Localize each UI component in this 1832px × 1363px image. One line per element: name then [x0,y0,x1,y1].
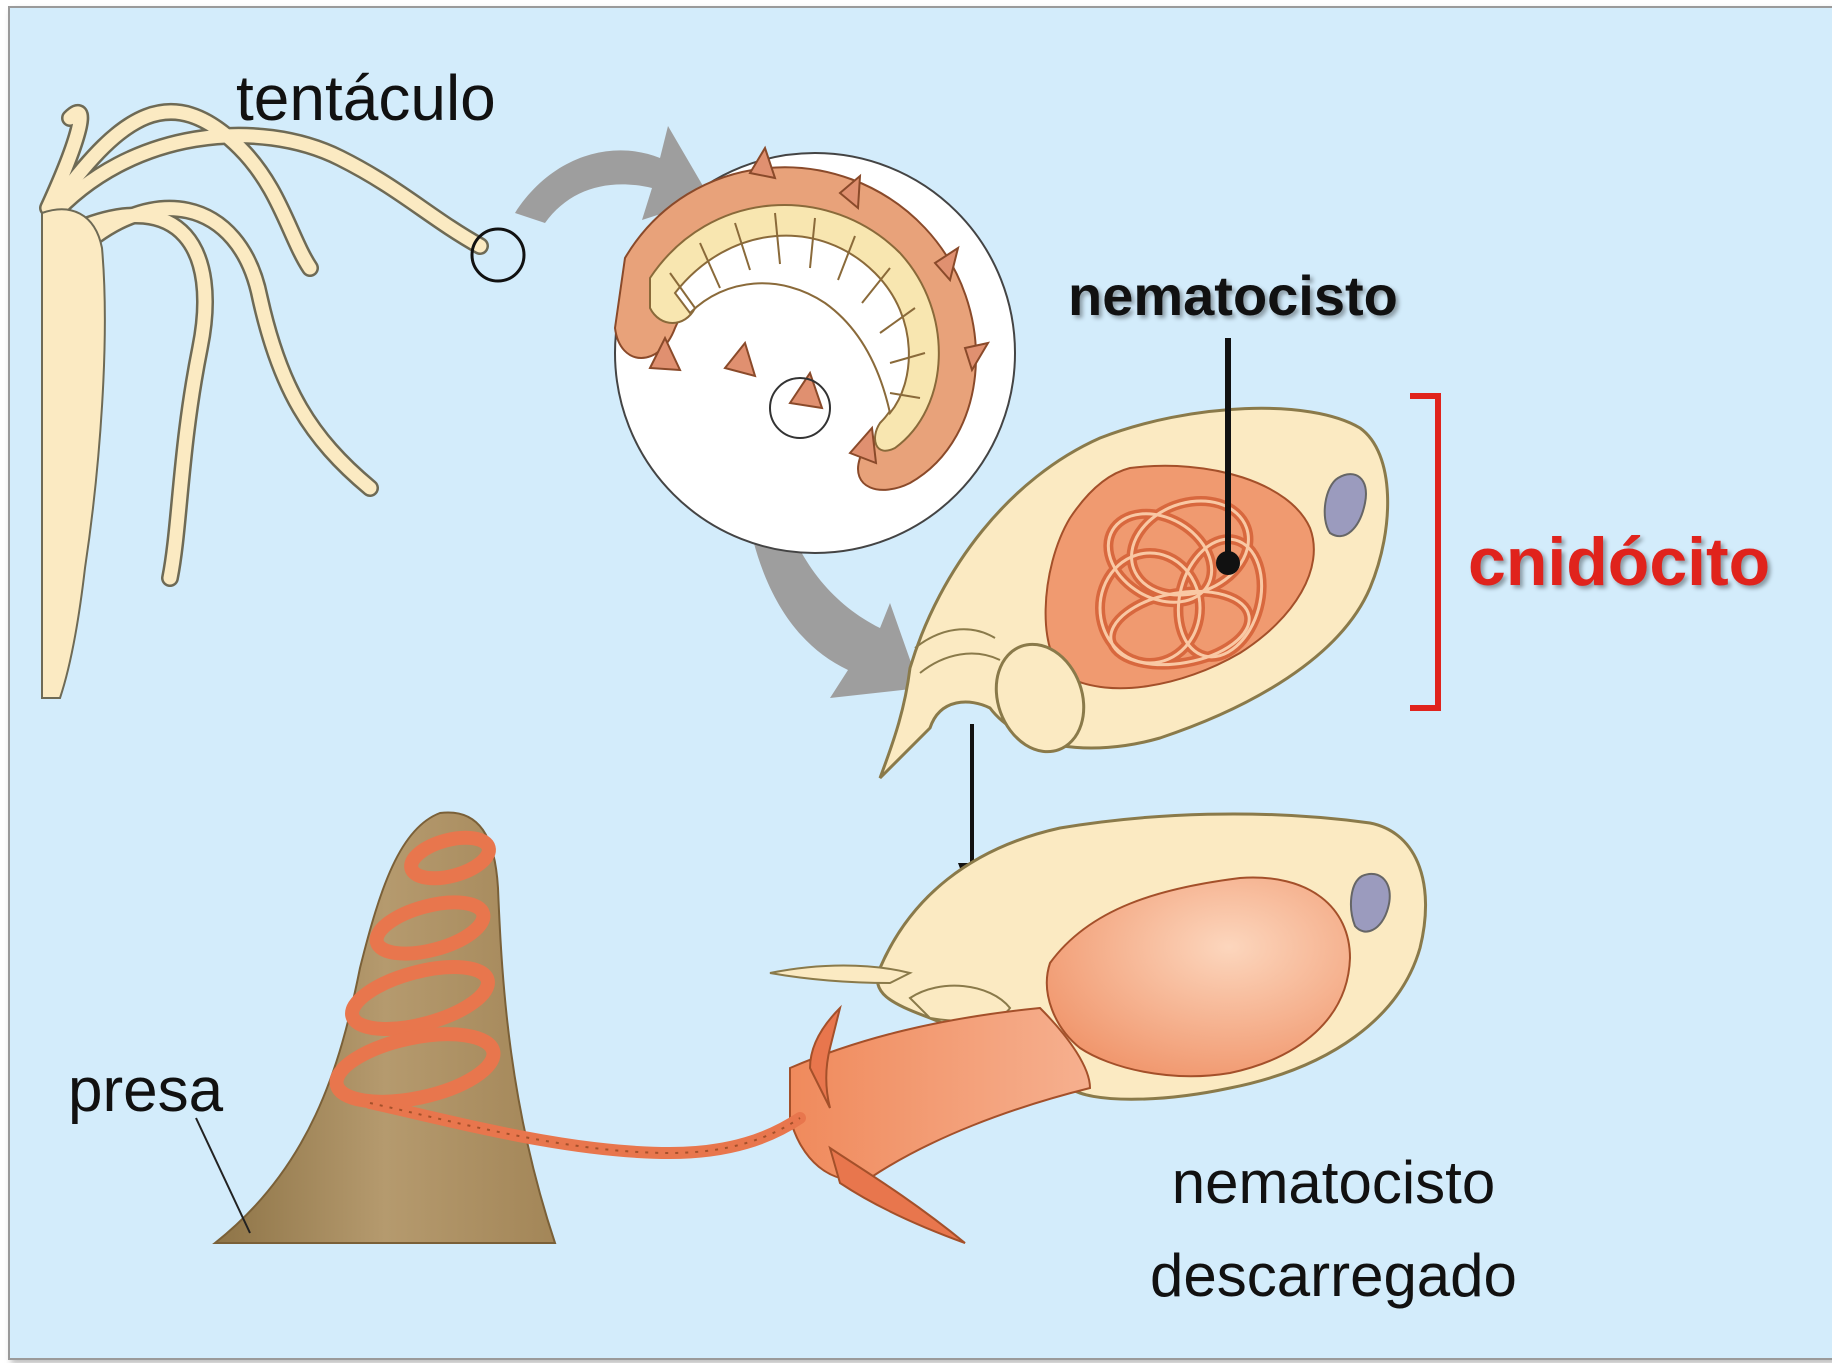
label-presa: presa [68,1060,223,1122]
label-nematocisto-descarregado-line2: descarregado [1150,1229,1517,1322]
cnidocyte-diagram [10,8,1832,1358]
cnidocito-bracket [1410,396,1438,708]
diagram-frame: tentáculo nematocisto cnidócito presa ne… [8,6,1832,1360]
hydra-body [42,209,105,698]
presa-pointer [196,1118,250,1233]
hydra-tentacles [48,112,480,578]
label-tentaculo: tentáculo [236,66,496,130]
label-cnidocito: cnidócito [1468,528,1770,596]
label-nematocisto-descarregado-line1: nematocisto [1150,1136,1517,1229]
tentacle-section-magnified [615,148,1015,553]
tentacle-zoom-circle [472,229,524,281]
label-nematocisto: nematocisto [1068,268,1398,324]
nematocisto-pointer-dot [1216,551,1240,575]
label-nematocisto-descarregado: nematocisto descarregado [1150,1136,1517,1322]
